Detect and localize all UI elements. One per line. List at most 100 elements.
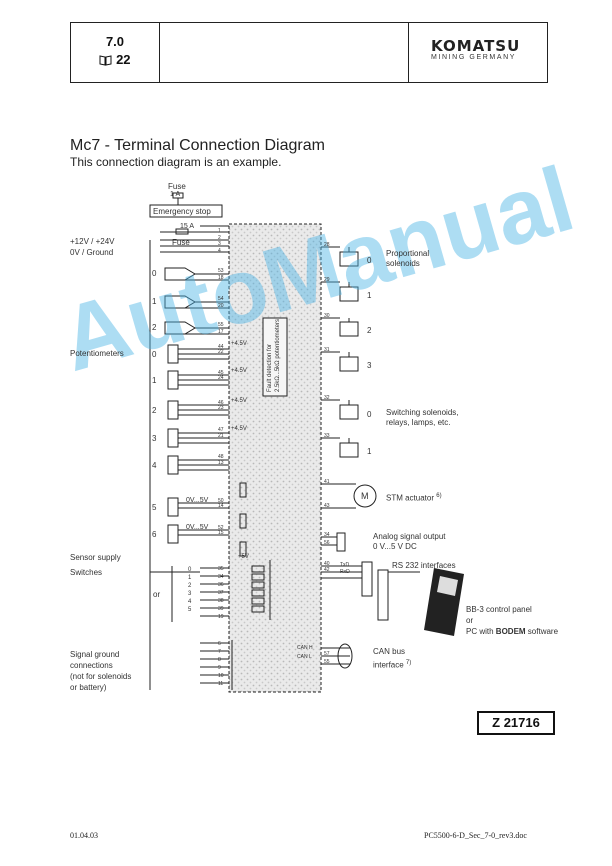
solenoid-number-0: 0: [367, 256, 372, 265]
fuse2-rating: 15 A: [180, 223, 195, 230]
rs232-label: RS 232 interfaces: [392, 561, 456, 570]
pot-number-0: 0: [152, 350, 157, 359]
signal-ground-line-4: or battery): [70, 683, 107, 692]
right-pin: 29: [324, 277, 330, 283]
page-reference: 22: [71, 52, 159, 69]
right-pin: 34: [324, 532, 330, 538]
signal-ground-line-3: (not for solenoids: [70, 672, 132, 681]
pin: 2: [218, 234, 221, 241]
proportional-label-2: solenoids: [386, 259, 420, 268]
ground-label: 0V / Ground: [70, 248, 114, 257]
right-pin: 55: [324, 659, 330, 665]
switch-number-2: 2: [188, 583, 192, 589]
pc-software-label: PC with BODEM software: [466, 627, 559, 636]
pin: 1: [218, 228, 221, 234]
right-pin: 32: [324, 395, 330, 401]
analog-output-label-1: Analog signal output: [373, 532, 446, 541]
supply-voltage-label: +12V / +24V: [70, 237, 115, 246]
solenoid-number-2: 2: [367, 326, 372, 335]
signal-ground-line-1: Signal ground: [70, 650, 120, 659]
motor-letter: M: [361, 491, 369, 501]
bb3-label-2: or: [466, 616, 474, 625]
stm-motor-symbol: [353, 484, 377, 508]
voltage-label-1: +4.5V: [231, 368, 247, 374]
page-subtitle: This connection diagram is an example.: [70, 155, 282, 169]
bb3-control-panel-icon: [424, 568, 464, 636]
pin: 3: [218, 241, 221, 248]
section-cell: 7.0 22: [71, 23, 160, 82]
switch-number-4: 4: [188, 599, 192, 605]
pot-number-2: 2: [152, 406, 157, 415]
page-title: Mc7 - Terminal Connection Diagram: [70, 137, 325, 154]
rs232-connectors: [321, 561, 420, 621]
section-number: 7.0: [105, 34, 125, 49]
fault-detection-label: Fault detection for 2.5kΩ...5kΩ potentio…: [267, 318, 281, 392]
range-label-6: 0V...5V: [186, 524, 209, 531]
can-l-label: CAN L: [297, 654, 312, 660]
pin: 4: [218, 247, 221, 254]
page-header: 7.0 22 KOMATSU MINING GERMANY: [70, 22, 548, 83]
pot-number-5: 5: [152, 503, 157, 512]
komatsu-logo: KOMATSU: [431, 37, 521, 55]
right-pin: 40: [324, 561, 330, 567]
emergency-stop-label: Emergency stop: [153, 207, 211, 216]
switch-inputs: [164, 267, 229, 335]
book-icon: [99, 54, 112, 69]
switch-number-5: 5: [188, 607, 192, 613]
supply-circuit: [149, 192, 229, 690]
solenoid-number-3: 3: [367, 361, 372, 370]
fault-detection-box: [262, 317, 288, 397]
switching-label-1: Switching solenoids,: [386, 408, 459, 417]
voltage-label-0: +4.5V: [231, 341, 247, 347]
switch-bank: [150, 560, 271, 622]
stm-actuator-label: STM actuator 6): [386, 493, 442, 503]
proportional-label-1: Proportional: [386, 249, 430, 258]
switch-number-0: 0: [188, 567, 192, 573]
potentiometer-inputs: [167, 344, 247, 557]
solenoid-number-1: 1: [367, 291, 372, 300]
range-label-5: 0V...5V: [186, 497, 209, 504]
switching-number-0: 0: [367, 410, 372, 419]
rxd-label: RxD: [340, 569, 350, 575]
txd-label: TxD: [340, 562, 350, 568]
switch-number-1: 1: [188, 575, 192, 581]
pot-number-1: 1: [152, 376, 157, 385]
right-pin: 41: [324, 479, 330, 485]
switches-label: Switches: [70, 568, 103, 577]
pot-number-4: 4: [152, 461, 157, 470]
voltage-label-3: +4.5V: [231, 426, 247, 432]
switch-input-0: 0: [152, 269, 157, 278]
switching-label-2: relays, lamps, etc.: [386, 418, 451, 427]
right-pin: 43: [324, 503, 330, 509]
voltage-label-2: +4.5V: [231, 398, 247, 404]
footer-date: 01.04.03: [70, 831, 98, 840]
bb3-label-1: BB-3 control panel: [466, 605, 532, 614]
signal-ground-lines: [200, 640, 233, 690]
pot-number-3: 3: [152, 434, 157, 443]
switching-number-1: 1: [367, 447, 372, 456]
fuse-rating: 1 A: [170, 191, 181, 198]
proportional-solenoids: [321, 246, 359, 372]
fuse-label: Fuse: [168, 182, 186, 191]
analog-output-connector: [336, 532, 346, 552]
switching-solenoids: [321, 399, 359, 458]
switch-input-1: 1: [152, 297, 157, 306]
or-label: or: [153, 590, 161, 599]
sensor-supply-label: Sensor supply: [70, 553, 121, 562]
controller-body: [228, 223, 322, 693]
right-pin: 33: [324, 433, 330, 439]
can-bus-lines: [321, 643, 353, 669]
page-number: 22: [116, 52, 131, 67]
figure-id-box: Z 21716: [477, 711, 555, 735]
pot-number-6: 6: [152, 530, 157, 539]
potentiometers-label: Potentiometers: [70, 349, 124, 358]
can-h-label: CAN H: [297, 645, 313, 651]
logo-cell: KOMATSU MINING GERMANY: [408, 23, 547, 82]
switch-input-2: 2: [152, 323, 157, 332]
sensor-supply-voltage: +5V: [238, 554, 249, 560]
right-pin: 56: [324, 540, 330, 546]
